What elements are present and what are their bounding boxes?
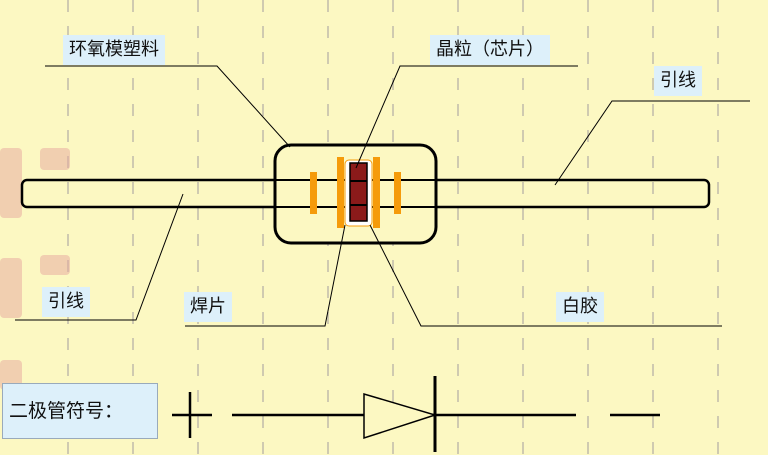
label-lead-right: 引线	[654, 66, 702, 96]
solder-tab-left-outer	[310, 172, 317, 214]
solder-tab-right-inner	[373, 157, 380, 228]
diode-symbol	[172, 376, 660, 452]
solder-tab-right-outer	[394, 172, 401, 214]
label-white-glue: 白胶	[556, 292, 604, 322]
label-solder: 焊片	[184, 292, 232, 322]
die-chip	[349, 162, 368, 222]
label-die: 晶粒（芯片）	[430, 35, 550, 65]
label-symbol-title: 二极管符号：	[2, 383, 158, 439]
solder-tab-left-inner	[337, 157, 344, 228]
seal-stamp-icon	[0, 148, 70, 390]
label-epoxy: 环氧模塑料	[63, 35, 165, 65]
leader-lines	[15, 65, 750, 327]
label-lead-left: 引线	[42, 287, 90, 317]
diode-triangle	[363, 392, 438, 440]
